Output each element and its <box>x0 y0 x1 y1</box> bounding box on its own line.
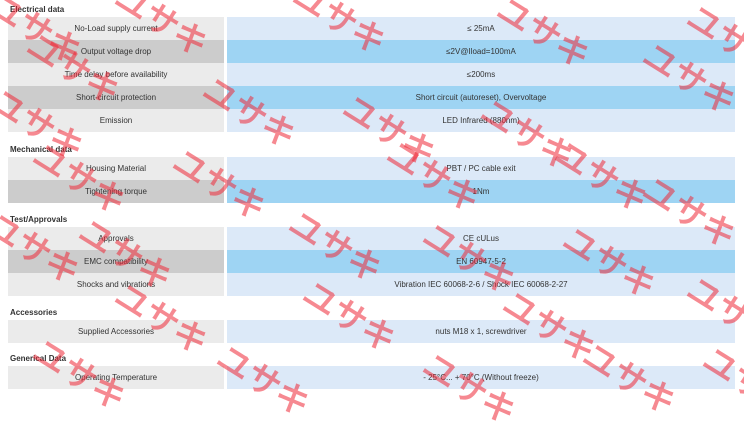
row-value: Short circuit (autoreset), Overvoltage <box>227 86 735 109</box>
row-label: No-Load supply current <box>8 17 224 40</box>
table-row: Shocks and vibrations Vibration IEC 6006… <box>8 273 735 296</box>
row-label: Time delay before availability <box>8 63 224 86</box>
row-label: Output voltage drop <box>8 40 224 63</box>
section-title: Test/Approvals <box>10 215 68 224</box>
table-row: Operating Temperature - 25°C... + 70°C (… <box>8 366 735 389</box>
table-row: Tightening torque 1Nm <box>8 180 735 203</box>
row-label: Shocks and vibrations <box>8 273 224 296</box>
row-label: Operating Temperature <box>8 366 224 389</box>
section-test-approvals: Test/Approvals Approvals CE cULus EMC co… <box>0 214 744 296</box>
table-row: Short-circuit protection Short circuit (… <box>8 86 735 109</box>
table-row: Approvals CE cULus <box>8 227 735 250</box>
section-title: Accessories <box>10 308 58 317</box>
row-value: ≤200ms <box>227 63 735 86</box>
row-label: Emission <box>8 109 224 132</box>
section-electrical-data: Electrical data No-Load supply current ≤… <box>0 4 744 132</box>
table-row: Output voltage drop ≤2V@Iload=100mA <box>8 40 735 63</box>
row-value: ≤2V@Iload=100mA <box>227 40 735 63</box>
row-label: Short-circuit protection <box>8 86 224 109</box>
table-row: Emission LED Infrared (880nm) <box>8 109 735 132</box>
table-row: Housing Material PBT / PC cable exit <box>8 157 735 180</box>
row-value: LED Infrared (880nm) <box>227 109 735 132</box>
section-title: Mechanical data <box>10 145 72 154</box>
row-value: 1Nm <box>227 180 735 203</box>
section-title: Electrical data <box>10 5 65 14</box>
table-row: EMC compatibility EN 60947-5-2 <box>8 250 735 273</box>
row-label: Approvals <box>8 227 224 250</box>
spec-sheet: Electrical data No-Load supply current ≤… <box>0 4 744 389</box>
row-label: Tightening torque <box>8 180 224 203</box>
row-value: EN 60947-5-2 <box>227 250 735 273</box>
table-row: No-Load supply current ≤ 25mA <box>8 17 735 40</box>
table-row: Supplied Accessories nuts M18 x 1, screw… <box>8 320 735 343</box>
section-mechanical-data: Mechanical data Housing Material PBT / P… <box>0 144 744 203</box>
row-value: PBT / PC cable exit <box>227 157 735 180</box>
row-label: EMC compatibility <box>8 250 224 273</box>
section-title: Generical Data <box>10 354 67 363</box>
section-accessories: Accessories Supplied Accessories nuts M1… <box>0 307 744 343</box>
row-value: - 25°C... + 70°C (Without freeze) <box>227 366 735 389</box>
row-value: CE cULus <box>227 227 735 250</box>
row-value: ≤ 25mA <box>227 17 735 40</box>
row-label: Housing Material <box>8 157 224 180</box>
row-label: Supplied Accessories <box>8 320 224 343</box>
row-value: nuts M18 x 1, screwdriver <box>227 320 735 343</box>
row-value: Vibration IEC 60068-2-6 / Shock IEC 6006… <box>227 273 735 296</box>
table-row: Time delay before availability ≤200ms <box>8 63 735 86</box>
section-generical-data: Generical Data Operating Temperature - 2… <box>0 353 744 389</box>
